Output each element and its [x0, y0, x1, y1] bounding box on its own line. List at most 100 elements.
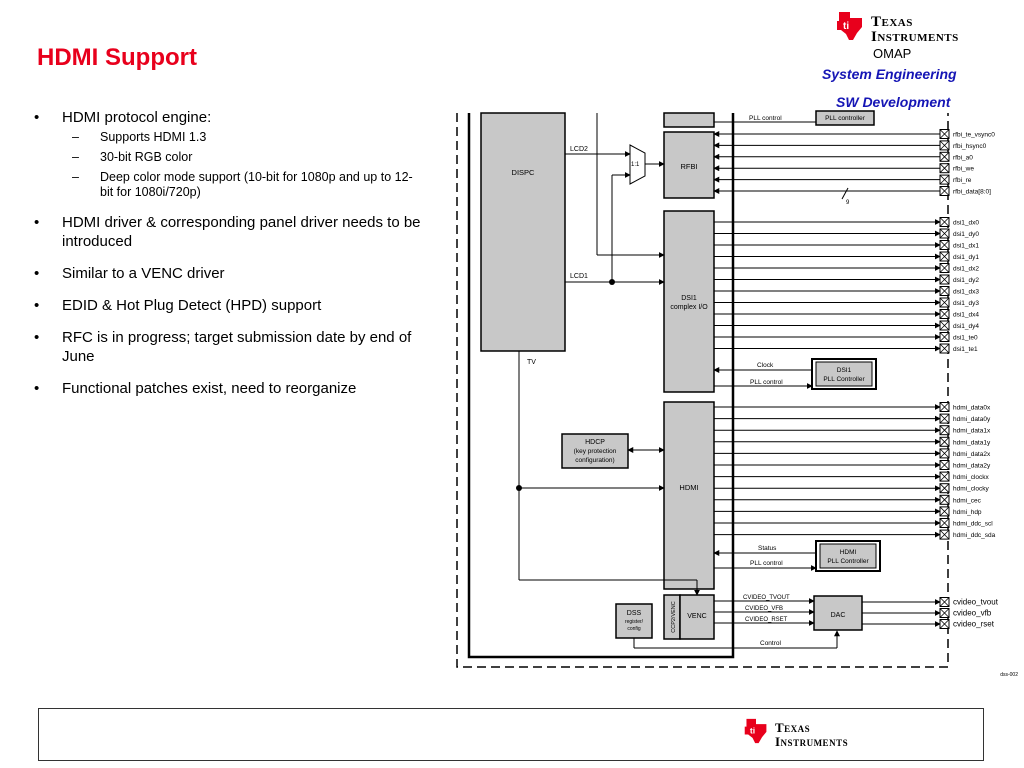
- dsi-label-2: complex I/O: [670, 304, 708, 311]
- bullet-item: EDID & Hot Plug Detect (HPD) support: [30, 296, 425, 315]
- hdmi-pin-pad: [939, 506, 950, 517]
- hdmi-pin-label: hdmi_data1y: [953, 439, 991, 446]
- tagline-system-engineering: System Engineering: [822, 66, 957, 82]
- dsi-pin-label: dsi1_dy3: [953, 300, 979, 307]
- dsi-pin-label: dsi1_dy4: [953, 323, 979, 330]
- rfbi-pin-pad: [939, 186, 950, 196]
- dsi-pll-label-2: PLL Controller: [823, 376, 865, 383]
- dss-config-block: [615, 603, 653, 639]
- ti-logo-header: ti Texas Instruments: [835, 10, 985, 50]
- junction-dot: [609, 279, 615, 285]
- hdmi-pll-control-label: PLL control: [750, 560, 783, 567]
- dsi-block: [663, 210, 715, 393]
- rfbi-pin-label: rfbi_hsync0: [953, 143, 987, 150]
- rfbi-pin-label: rfbi_te_vsync0: [953, 132, 995, 139]
- dsi-label-1: DSI1: [681, 295, 697, 302]
- tagline-sw-development: SW Development: [836, 94, 951, 110]
- venc-block: [679, 594, 715, 640]
- sub-bullet-item: 30-bit RGB color: [62, 150, 425, 165]
- rfbi-pin-label: rfbi_data[8:0]: [953, 189, 991, 196]
- cv-rset-label: CVIDEO_RSET: [745, 617, 788, 623]
- hdmi-pin-pad: [939, 460, 950, 470]
- dss-boundary: [467, 113, 735, 659]
- hdcp-label-1: HDCP: [585, 439, 605, 446]
- dsi-pin-pad: [939, 297, 950, 308]
- svg-text:ti: ti: [843, 21, 849, 32]
- bullet-item: HDMI protocol engine: Supports HDMI 1.3 …: [30, 108, 425, 200]
- pll-controller-top: [815, 110, 875, 126]
- ti-footer-line1: Texas: [775, 720, 811, 735]
- product-name: OMAP: [873, 46, 912, 61]
- hdmi-pin-label: hdmi_clockx: [953, 474, 990, 481]
- hdmi-pin-pad: [939, 518, 950, 528]
- lcd1-label: LCD1: [570, 273, 588, 280]
- hdmi-pin-label: hdmi_cec: [953, 497, 982, 504]
- dss-config-label-2: register/: [625, 619, 644, 625]
- hdmi-pin-label: hdmi_data0x: [953, 405, 991, 412]
- svg-text:ti: ti: [750, 726, 755, 736]
- rfbi-pin-pad: [939, 151, 950, 162]
- hdmi-pll-label-1: HDMI: [840, 549, 857, 556]
- hdmi-pll-label-2: PLL Controller: [827, 558, 869, 565]
- dsi-pin-pad: [939, 309, 950, 319]
- dsi-pin-pad: [939, 228, 950, 239]
- cvideo-pin-pad: [939, 608, 950, 618]
- hdmi-pll-controller: [819, 543, 877, 569]
- dsi-pin-label: dsi1_dx1: [953, 243, 979, 250]
- dsi-pin-pad: [939, 217, 950, 227]
- dsi-pin-label: dsi1_dx2: [953, 266, 979, 273]
- dsi-pin-pad: [939, 274, 950, 285]
- rfbi-pin-label: rfbi_a0: [953, 154, 973, 161]
- hdmi-pin-label: hdmi_clocky: [953, 486, 990, 493]
- rfbi-pin-label: rfbi_we: [953, 166, 974, 173]
- bullet-text: HDMI protocol engine:: [62, 109, 212, 126]
- venc-dac-wiring: [714, 598, 815, 626]
- hdmi-pin-label: hdmi_data0y: [953, 416, 991, 423]
- control-label: Control: [760, 640, 782, 647]
- bullet-item: RFC is in progress; target submission da…: [30, 328, 425, 366]
- bullet-item: Functional patches exist, need to reorga…: [30, 379, 425, 398]
- rfbi-pin-pad: [939, 129, 950, 139]
- hdmi-pin-pad: [939, 413, 950, 424]
- rfbi-pin-label: rfbi_re: [953, 177, 972, 184]
- hdmi-pin-label: hdmi_hdp: [953, 509, 982, 516]
- ti-footer-line2: Instruments: [775, 734, 849, 749]
- rfbi-label: RFBI: [680, 162, 697, 171]
- dsi-pll-control-label: PLL control: [750, 379, 783, 386]
- dsi-pin-label: dsi1_dy1: [953, 254, 979, 261]
- ti-logo-footer: ti Texas Instruments: [743, 717, 883, 753]
- dac-label: DAC: [831, 612, 846, 619]
- hdcp-label-3: configuration): [575, 457, 614, 464]
- ti-state-icon-footer: ti: [744, 718, 767, 744]
- lcd2-label: LCD2: [570, 146, 588, 153]
- cvideo-pin-label: cvideo_tvout: [953, 598, 999, 607]
- hdmi-pin-pad: [939, 436, 950, 447]
- junction-dot: [516, 485, 522, 491]
- hdmi-label: HDMI: [679, 483, 698, 492]
- dss-block-diagram: DISPC PLL control PLL controller RFBI DS…: [456, 110, 1018, 678]
- rfbi-block: [663, 131, 715, 199]
- dss-config-label-1: DSS: [627, 610, 642, 617]
- footer-bar: ti Texas Instruments: [38, 708, 984, 761]
- clock-label: Clock: [757, 362, 774, 369]
- pll-control-label-top: PLL control: [749, 115, 782, 122]
- top-block-stub: [663, 112, 715, 128]
- hdmi-pin-pad: [939, 483, 950, 494]
- tv-label: TV: [527, 359, 536, 366]
- hdmi-pin-pad: [939, 402, 950, 412]
- cvideo-pin-pad: [939, 619, 950, 629]
- bullet-list: HDMI protocol engine: Supports HDMI 1.3 …: [30, 108, 425, 411]
- sub-bullet-item: Supports HDMI 1.3: [62, 130, 425, 145]
- cv-vfb-label: CVIDEO_VFB: [745, 606, 783, 612]
- dsi-pin-pad: [939, 343, 950, 354]
- cv-tvout-label: CVIDEO_TVOUT: [743, 595, 790, 601]
- subsystem-boundary: [456, 113, 949, 668]
- dispc-label: DISPC: [512, 168, 536, 177]
- sub-bullet-list: Supports HDMI 1.3 30-bit RGB color Deep …: [62, 130, 425, 200]
- dsi-pin-pad: [939, 251, 950, 262]
- hdmi-block: [663, 401, 715, 590]
- pins-layer: rfbi_te_vsync0 rfbi_hsync0 rfbi_a0 rfbi_wer…: [713, 129, 999, 629]
- ccp2-label: CCP2/VENC: [671, 601, 677, 633]
- hdmi-pin-pad: [939, 448, 950, 459]
- hdmi-pin-label: hdmi_ddc_sda: [953, 532, 996, 539]
